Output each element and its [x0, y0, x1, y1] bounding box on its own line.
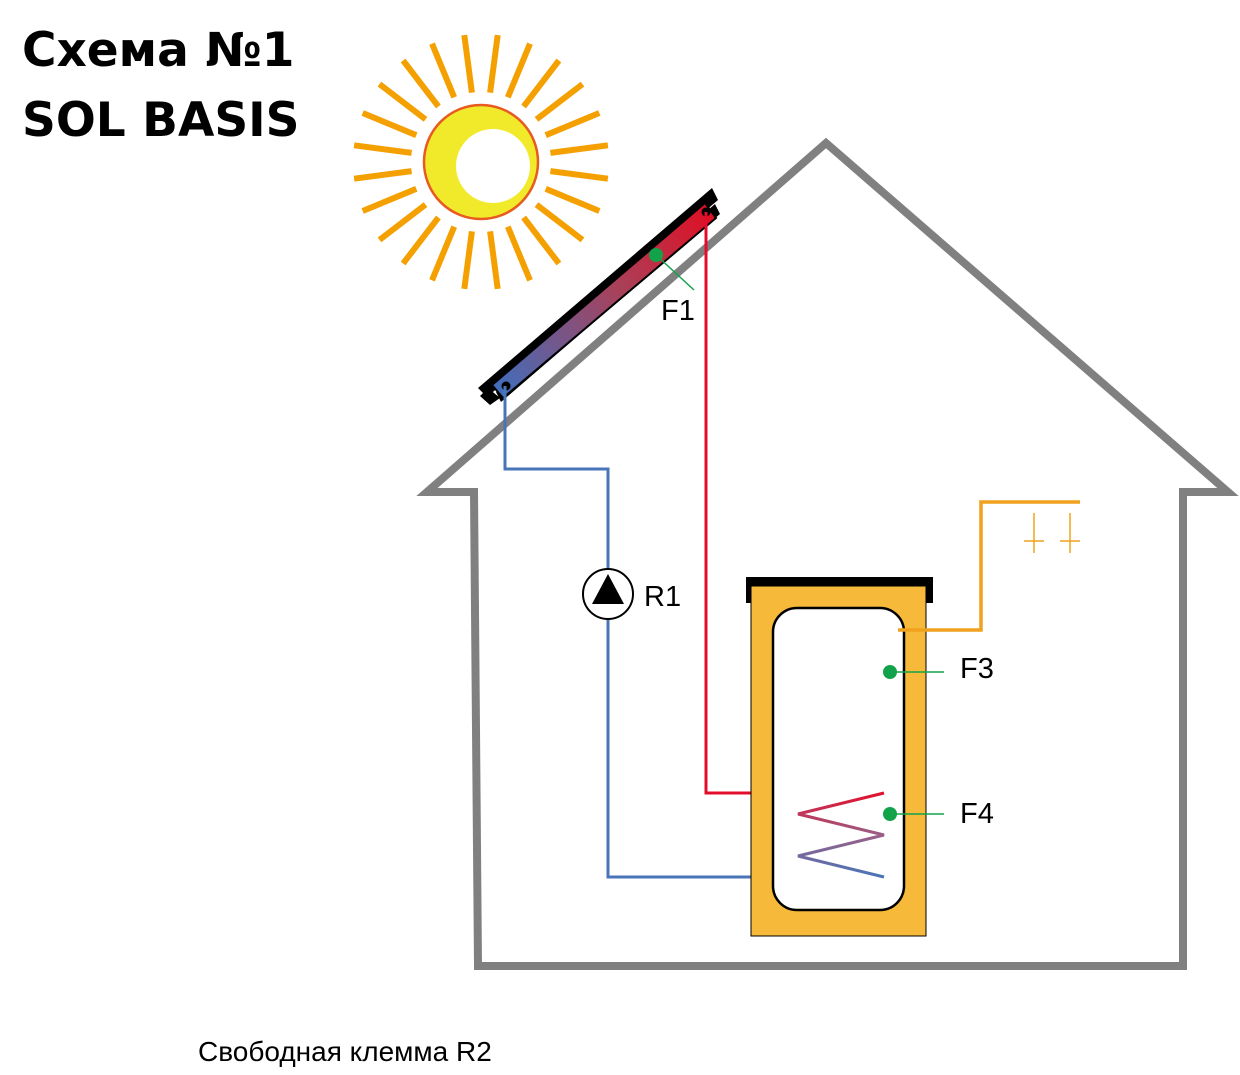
sun-ray [487, 34, 501, 93]
sensor-f4 [883, 807, 944, 821]
sun-rays [353, 34, 609, 290]
sun-ray [400, 58, 441, 109]
sun-ray [544, 186, 601, 214]
sensor-f1 [649, 248, 695, 291]
pump-r1 [582, 568, 634, 620]
sensor-f1-label: F1 [661, 295, 695, 327]
house-outline [416, 137, 1239, 970]
sun-highlight [456, 129, 530, 203]
sensor-dot [883, 665, 897, 679]
diagram-title-line1: Схема №1 [22, 23, 294, 78]
sun-ray [505, 225, 533, 282]
diagram-title-line2: SOL BASIS [22, 93, 300, 148]
tank-inner [771, 606, 906, 912]
sun-ray [377, 81, 428, 122]
sensor-dot [649, 248, 663, 262]
sun-ray [353, 142, 412, 156]
pump-arrow-icon [592, 574, 624, 604]
pump-label: R1 [644, 581, 681, 613]
sensor-f4-label: F4 [960, 798, 994, 830]
sun-ray [353, 168, 412, 182]
sensor-dot [883, 807, 897, 821]
footer-note: Свободная клемма R2 [198, 1036, 492, 1067]
sun-icon [353, 34, 609, 290]
sensor-f3-label: F3 [960, 653, 994, 685]
sun-ray [544, 110, 601, 138]
storage-tank [746, 577, 933, 937]
cold-return-pipe [503, 386, 884, 879]
sun-ray [505, 42, 533, 99]
heat-exchanger-coil [797, 791, 885, 879]
sun-ray [534, 81, 585, 122]
sun-ray [550, 142, 609, 156]
sun-ray [487, 231, 501, 290]
sun-ray [377, 202, 428, 243]
hot-water-outlet [898, 500, 1080, 632]
sun-ray [361, 186, 418, 214]
sun-ray [550, 168, 609, 182]
sun-ray [521, 58, 562, 109]
sun-ray [400, 215, 441, 266]
sun-ray [534, 202, 585, 243]
sun-ray [429, 42, 457, 99]
sun-ray [521, 215, 562, 266]
sun-ray [461, 231, 475, 290]
sensor-f3 [883, 665, 944, 679]
sun-ray [429, 225, 457, 282]
sun-ray [361, 110, 418, 138]
sun-ray [461, 34, 475, 93]
